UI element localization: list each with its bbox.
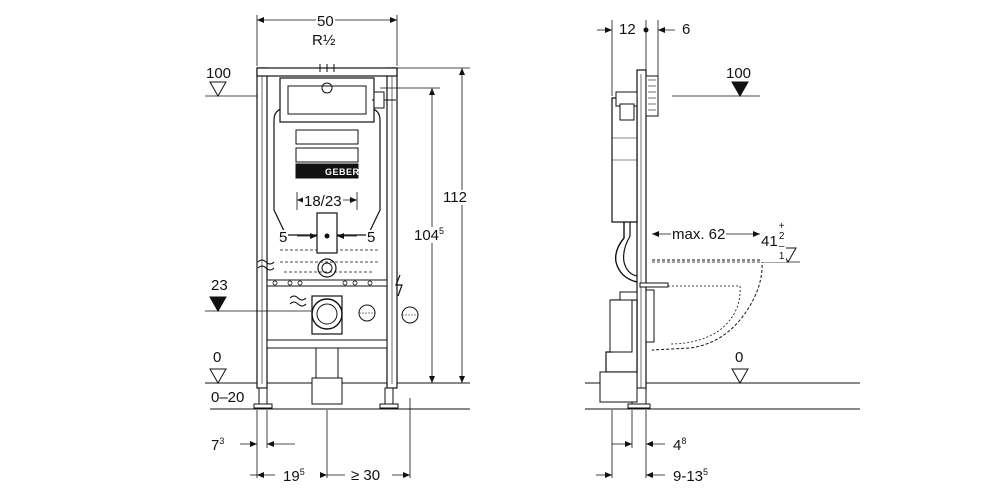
brand-logo-text: GEBERIT xyxy=(325,167,369,177)
dimension-arrowhead xyxy=(429,376,435,383)
dimension-arrowhead xyxy=(753,231,760,237)
center-point-side xyxy=(643,27,649,33)
side-frame-post xyxy=(636,69,647,391)
front-water-inlet xyxy=(321,82,333,94)
dimension-arrowhead xyxy=(646,441,653,447)
side-foot-plate xyxy=(627,403,651,409)
dimension-arrowhead xyxy=(459,376,465,383)
depth-12-label: 12 xyxy=(618,21,637,38)
dimension-arrowhead xyxy=(297,197,304,203)
front-wave-icon xyxy=(289,301,307,307)
level-0-marker-side xyxy=(731,368,749,385)
height-112-label: 112 xyxy=(442,189,468,206)
dimension-arrowhead xyxy=(320,472,327,478)
side-flush-pipe-inner xyxy=(623,222,638,277)
front-bolt-hole xyxy=(342,280,348,286)
foot-depth-4-label: 48 xyxy=(672,436,688,454)
level-23-label: 23 xyxy=(210,277,229,294)
side-drain-base xyxy=(599,371,638,403)
front-foot-plate-right xyxy=(379,403,399,409)
offset-right-label: 5 xyxy=(366,229,377,246)
level-23-marker xyxy=(209,296,227,313)
dimension-arrowhead xyxy=(658,27,665,33)
dimension-arrowhead xyxy=(646,472,653,478)
connection-thread-label: R½ xyxy=(311,32,337,49)
max-62-label: max. 62 xyxy=(671,226,727,243)
dimension-arrowhead xyxy=(625,441,632,447)
center-point xyxy=(324,233,330,239)
dimension-arrowhead xyxy=(337,233,344,239)
level-100-marker-front xyxy=(209,81,227,98)
front-flush-bend xyxy=(317,258,337,278)
front-wave-icon xyxy=(289,295,307,301)
dimension-arrowhead xyxy=(310,233,317,239)
side-drain-inner xyxy=(609,299,633,353)
front-drain-base xyxy=(311,377,343,405)
side-min-30-label: ≥ 30 xyxy=(350,467,382,484)
side-toilet-bowl xyxy=(651,259,763,351)
side-toilet-bowl-inner xyxy=(660,285,741,345)
width-dimension-label: 50 xyxy=(316,13,335,30)
dimension-arrowhead xyxy=(605,27,612,33)
dimension-arrowhead xyxy=(403,472,410,478)
level-0-marker-front xyxy=(209,368,227,385)
dimension-arrowhead xyxy=(267,441,274,447)
side-flush-pipe xyxy=(614,222,638,283)
level-100-label-front: 100 xyxy=(205,65,233,82)
front-drain-pipe xyxy=(315,347,339,379)
front-drain-inner xyxy=(316,303,338,325)
foot-offset-19-label: 195 xyxy=(282,467,306,485)
level-100-marker-side xyxy=(731,81,749,98)
level-100-label-side: 100 xyxy=(725,65,753,82)
level-0-label-side: 0 xyxy=(734,349,745,366)
tolerance-fraction: +2–1 xyxy=(778,221,785,262)
dimension-arrowhead xyxy=(250,441,257,447)
foot-offset-7-label: 73 xyxy=(210,436,226,454)
dimension-arrowhead xyxy=(605,472,612,478)
front-brand-plate xyxy=(295,163,359,179)
front-lower-crossbar xyxy=(266,339,388,349)
dimension-arrowhead xyxy=(652,231,659,237)
side-valve-inner xyxy=(619,103,635,121)
front-connection-fitting xyxy=(373,91,385,109)
side-drain-collar xyxy=(619,291,638,301)
front-bolt-hole xyxy=(272,280,278,286)
front-drain-collar xyxy=(311,295,343,335)
front-bolt-hole xyxy=(352,280,358,286)
front-flush-pipe xyxy=(316,212,338,254)
front-wave-icon xyxy=(257,265,275,271)
front-foot-plate-left xyxy=(253,403,273,409)
dimension-arrowhead xyxy=(390,17,397,23)
dimension-arrowhead xyxy=(350,197,357,203)
foot-depth-9-13-label: 9-135 xyxy=(672,467,710,485)
dimension-arrowhead xyxy=(459,68,465,75)
offset-left-label: 5 xyxy=(278,229,289,246)
level-0-label-front: 0 xyxy=(212,349,223,366)
front-bolt-hole xyxy=(297,280,303,286)
front-valve-inner xyxy=(287,85,367,115)
front-actuator-panel-top xyxy=(295,129,359,145)
front-bolt-hole xyxy=(367,280,373,286)
front-drain-outer xyxy=(311,298,343,330)
front-actuator-panel-mid xyxy=(295,147,359,163)
front-electric-icon xyxy=(395,274,403,297)
side-bowl-connector xyxy=(639,282,669,288)
dimension-arrowhead xyxy=(429,88,435,95)
side-bracket xyxy=(645,289,655,343)
front-bolt-hole xyxy=(287,280,293,286)
front-wave-icon xyxy=(257,259,275,265)
dimension-arrowhead xyxy=(257,472,264,478)
dimension-arrowhead xyxy=(257,17,264,23)
flush-plate-span-label: 18/23 xyxy=(303,193,343,210)
depth-6-label: 6 xyxy=(681,21,692,38)
front-flush-bend-inner xyxy=(321,262,333,274)
front-mid-crossbar xyxy=(266,279,388,287)
bowl-height-41-label: 41+2–1 xyxy=(760,221,786,262)
height-104-label: 1045 xyxy=(413,226,446,244)
floor-range-label: 0–20 xyxy=(210,389,246,406)
